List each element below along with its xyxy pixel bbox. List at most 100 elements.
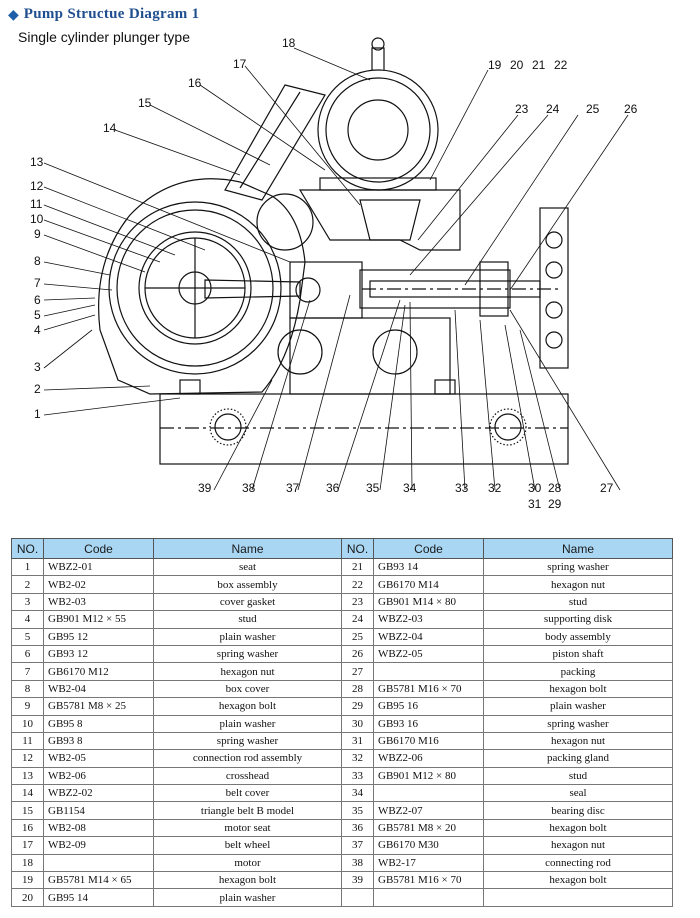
- callout-4: 4: [34, 323, 41, 337]
- table-cell-no-l: 2: [11, 575, 44, 594]
- valve-bottom-2: [545, 331, 563, 349]
- table-cell-code-r: GB5781 M16 × 70: [373, 871, 484, 890]
- table-cell-code-r: WBZ2-04: [373, 627, 484, 646]
- table-cell-name-l: box cover: [153, 679, 342, 699]
- table-cell-name-r: stud: [483, 766, 673, 786]
- callout-11: 11: [30, 197, 43, 211]
- leader-lines: [43, 47, 629, 491]
- callout-36: 36: [326, 481, 340, 495]
- drawing-svg: 1 2 3 4 5 6 7 8 9 10 11 12 13 14 15 16 1…: [30, 36, 638, 511]
- callout-8: 8: [34, 254, 41, 268]
- table-cell-name-r: plain washer: [483, 697, 673, 716]
- table-cell-code-r: [373, 662, 484, 681]
- table-cell-no-r: 21: [341, 557, 374, 577]
- table-cell-name-l: connection rod assembly: [153, 749, 342, 768]
- table-cell-name-r: hexagon nut: [483, 731, 673, 751]
- valve-top-2: [545, 261, 563, 279]
- callout-7: 7: [34, 276, 41, 290]
- callout-6: 6: [34, 293, 41, 307]
- callout-25: 25: [586, 102, 600, 116]
- table-cell-code-l: GB93 8: [43, 731, 154, 751]
- gear-right: [494, 413, 522, 441]
- table-cell-name-l: cover gasket: [153, 592, 342, 612]
- table-cell-name-r: packing gland: [483, 749, 673, 768]
- table-cell-no-l: 16: [11, 818, 44, 838]
- table-cell-code-r: GB6170 M14: [373, 575, 484, 594]
- callout-16: 16: [188, 76, 202, 90]
- callout-39: 39: [198, 481, 212, 495]
- callout-38: 38: [242, 481, 256, 495]
- gear-left: [214, 413, 242, 441]
- callout-9: 9: [34, 227, 41, 241]
- table-cell-name-r: hexagon bolt: [483, 871, 673, 890]
- table-cell-code-r: GB93 14: [373, 557, 484, 577]
- base-frame: [159, 393, 569, 465]
- piston-cylinder: [359, 269, 511, 309]
- col-code-right: Code: [373, 538, 484, 559]
- belt-cover: [224, 84, 326, 201]
- table-cell-name-l: belt wheel: [153, 836, 342, 855]
- table-cell-no-l: 14: [11, 784, 44, 803]
- table-cell-name-l: stud: [153, 610, 342, 629]
- table-cell-code-r: GB6170 M16: [373, 731, 484, 751]
- table-cell-no-r: 22: [341, 575, 374, 594]
- big-wheel-outer: [108, 201, 282, 375]
- table-cell-code-r: GB5781 M16 × 70: [373, 679, 484, 699]
- header-row: NO. Code Name NO. Code Name: [11, 538, 673, 559]
- drawing-lines: [98, 37, 569, 465]
- table-cell-name-l: plain washer: [153, 627, 342, 646]
- table-cell-no-l: 19: [11, 871, 44, 890]
- table-cell-name-l: crosshead: [153, 766, 342, 786]
- table-cell-code-l: WB2-08: [43, 818, 154, 838]
- callout-24: 24: [546, 102, 560, 116]
- page-header: ◆ Pump Structue Diagram 1 Single cylinde…: [8, 6, 199, 45]
- callout-1: 1: [34, 407, 41, 421]
- table-cell-name-l: box assembly: [153, 575, 342, 594]
- table-cell-code-r: WB2-17: [373, 853, 484, 873]
- table-cell-no-r: 39: [341, 871, 374, 890]
- table-cell-code-l: GB5781 M8 × 25: [43, 697, 154, 716]
- foot-right: [434, 379, 456, 395]
- callout-27: 27: [600, 481, 614, 495]
- table-cell-code-r: WBZ2-07: [373, 801, 484, 820]
- callout-5: 5: [34, 308, 41, 322]
- table-cell-name-r: hexagon bolt: [483, 818, 673, 838]
- table-cell-name-r: connecting rod: [483, 853, 673, 873]
- table-cell-code-r: GB95 16: [373, 697, 484, 716]
- table-cell-name-l: belt cover: [153, 784, 342, 803]
- motor-foot: [319, 177, 437, 191]
- valve-top: [545, 231, 563, 249]
- callout-28: 28: [548, 481, 562, 495]
- table-cell-code-l: GB95 12: [43, 627, 154, 646]
- table-cell-no-r: 36: [341, 818, 374, 838]
- table-cell-code-r: WBZ2-05: [373, 644, 484, 664]
- parts-table-header: NO. Code Name NO. Code Name: [11, 538, 673, 559]
- table-cell-no-r: 34: [341, 784, 374, 803]
- pump-structure-drawing: 1 2 3 4 5 6 7 8 9 10 11 12 13 14 15 16 1…: [30, 36, 638, 511]
- table-cell-name-r: packing: [483, 662, 673, 681]
- table-cell-no-r: 33: [341, 766, 374, 786]
- table-cell-name-r: bearing disc: [483, 801, 673, 820]
- body-circle-left: [277, 329, 323, 375]
- table-cell-no-r: [341, 888, 374, 907]
- pump-head: [539, 207, 569, 369]
- col-no-left: NO.: [11, 538, 44, 559]
- belt-line: [239, 91, 301, 189]
- callout-34: 34: [403, 481, 417, 495]
- callout-21: 21: [532, 58, 546, 72]
- table-cell-no-l: 8: [11, 679, 44, 699]
- motor-bracket: [359, 199, 421, 241]
- table-cell-name-l: hexagon bolt: [153, 697, 342, 716]
